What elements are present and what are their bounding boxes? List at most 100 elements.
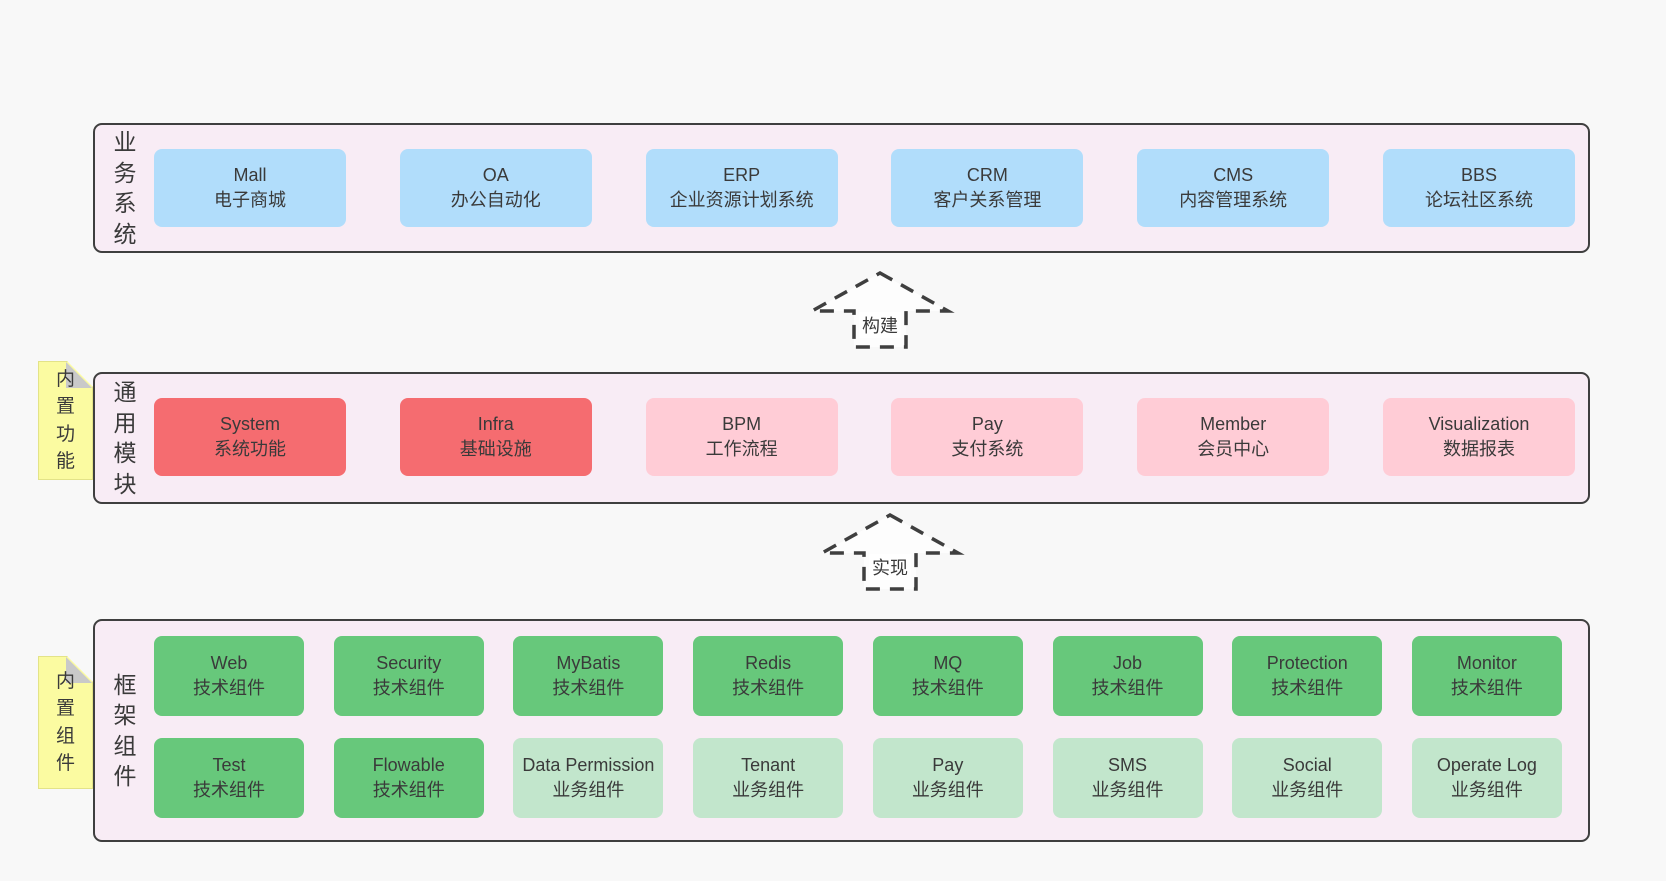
box-cms: CMS 内容管理系统	[1137, 149, 1330, 227]
framework-components-row-1: Web 技术组件 Security 技术组件 MyBatis 技术组件 Redi…	[154, 636, 1562, 716]
arrow-implement-label: 实现	[869, 554, 911, 580]
box-subtitle: 业务组件	[1450, 780, 1523, 800]
section-business-systems: 业务系统 Mall 电子商城 OA 办公自动化 ERP 企业资源计划系统 CRM…	[93, 123, 1590, 253]
box-title: Monitor	[1456, 652, 1517, 673]
box-title: BPM	[722, 413, 762, 434]
box-title: ERP	[723, 164, 761, 185]
box-subtitle: 技术组件	[193, 678, 265, 698]
box-title: Infra	[477, 413, 514, 434]
box-title: Operate Log	[1436, 754, 1537, 775]
box-subtitle: 技术组件	[732, 678, 805, 698]
box-subtitle: 技术组件	[1450, 678, 1523, 698]
box-mq: MQ 技术组件	[872, 636, 1023, 716]
box-title: Pay	[932, 754, 964, 775]
box-title: Test	[212, 754, 246, 775]
box-title: System	[219, 413, 280, 434]
box-subtitle: 技术组件	[1271, 678, 1344, 698]
sticky-label: 内置功能	[55, 368, 75, 473]
box-title: Pay	[971, 413, 1003, 434]
box-title: Flowable	[372, 754, 445, 775]
box-bbs: BBS 论坛社区系统	[1382, 149, 1575, 227]
dashed-up-arrow-icon	[805, 270, 955, 349]
section-common-modules: 通用模块 System 系统功能 Infra 基础设施 BPM 工作流程 Pay…	[93, 372, 1590, 504]
box-flowable: Flowable 技术组件	[333, 738, 484, 818]
box-security: Security 技术组件	[333, 636, 484, 716]
box-test: Test 技术组件	[154, 738, 304, 818]
box-title: Protection	[1266, 652, 1348, 673]
box-sms: SMS 业务组件	[1052, 738, 1203, 818]
box-title: Web	[210, 652, 248, 673]
section-label-common-modules: 通用模块	[113, 378, 137, 497]
box-mall: Mall 电子商城	[154, 149, 346, 227]
box-title: MyBatis	[556, 652, 621, 673]
box-operate-log: Operate Log 业务组件	[1411, 738, 1562, 818]
box-subtitle: 会员中心	[1197, 439, 1270, 459]
box-bpm: BPM 工作流程	[645, 398, 838, 476]
box-subtitle: 业务组件	[911, 780, 984, 800]
box-subtitle: 电子商城	[214, 190, 286, 210]
arrow-build: 构建	[805, 270, 955, 350]
box-tenant: Tenant 业务组件	[693, 738, 844, 818]
box-title: Data Permission	[522, 754, 655, 775]
box-subtitle: 系统功能	[214, 439, 286, 459]
box-member: Member 会员中心	[1137, 398, 1330, 476]
section-label-business-systems: 业务系统	[113, 128, 137, 247]
framework-components-grid: Web 技术组件 Security 技术组件 MyBatis 技术组件 Redi…	[154, 636, 1562, 818]
box-system: System 系统功能	[154, 398, 346, 476]
box-web: Web 技术组件	[154, 636, 304, 716]
box-title: Redis	[745, 652, 792, 673]
arrow-build-label: 构建	[859, 312, 901, 338]
box-subtitle: 技术组件	[552, 678, 625, 698]
section-framework-components: 框架组件 Web 技术组件 Security 技术组件 MyBatis 技术组件…	[93, 619, 1590, 842]
box-subtitle: 技术组件	[193, 780, 265, 800]
dashed-up-arrow-icon	[815, 512, 965, 591]
box-title: Job	[1113, 652, 1143, 673]
box-title: OA	[482, 164, 509, 185]
box-subtitle: 技术组件	[1091, 678, 1164, 698]
box-subtitle: 业务组件	[1271, 780, 1344, 800]
business-systems-row: Mall 电子商城 OA 办公自动化 ERP 企业资源计划系统 CRM 客户关系…	[154, 149, 1575, 227]
box-pay: Pay 支付系统	[891, 398, 1084, 476]
box-mybatis: MyBatis 技术组件	[513, 636, 664, 716]
sticky-note-builtin-features: 内置功能	[38, 361, 93, 480]
box-subtitle: 支付系统	[951, 439, 1024, 459]
box-oa: OA 办公自动化	[399, 149, 592, 227]
box-title: MQ	[933, 652, 963, 673]
box-redis: Redis 技术组件	[693, 636, 844, 716]
sticky-label: 内置组件	[55, 670, 75, 775]
box-job: Job 技术组件	[1052, 636, 1203, 716]
box-monitor: Monitor 技术组件	[1411, 636, 1562, 716]
box-title: Social	[1282, 754, 1332, 775]
box-title: Security	[376, 652, 442, 673]
box-visualization: Visualization 数据报表	[1382, 398, 1575, 476]
box-title: Tenant	[741, 754, 796, 775]
box-subtitle: 业务组件	[552, 780, 625, 800]
box-title: Visualization	[1428, 413, 1530, 434]
box-subtitle: 业务组件	[1091, 780, 1164, 800]
box-subtitle: 技术组件	[911, 678, 984, 698]
box-title: Mall	[233, 164, 267, 185]
box-infra: Infra 基础设施	[399, 398, 592, 476]
arrow-implement: 实现	[815, 512, 965, 592]
box-subtitle: 客户关系管理	[933, 190, 1042, 210]
box-subtitle: 业务组件	[732, 780, 805, 800]
box-subtitle: 企业资源计划系统	[669, 190, 814, 210]
box-title: CRM	[966, 164, 1008, 185]
framework-components-row-2: Test 技术组件 Flowable 技术组件 Data Permission …	[154, 738, 1562, 818]
box-subtitle: 论坛社区系统	[1424, 190, 1533, 210]
box-subtitle: 工作流程	[705, 439, 778, 459]
box-subtitle: 办公自动化	[450, 190, 541, 210]
box-subtitle: 数据报表	[1442, 439, 1515, 459]
box-subtitle: 基础设施	[459, 439, 532, 459]
box-title: CMS	[1213, 164, 1254, 185]
box-subtitle: 技术组件	[372, 678, 445, 698]
box-pay-business: Pay 业务组件	[872, 738, 1023, 818]
box-protection: Protection 技术组件	[1232, 636, 1383, 716]
box-erp: ERP 企业资源计划系统	[645, 149, 838, 227]
box-title: Member	[1200, 413, 1267, 434]
box-subtitle: 技术组件	[372, 780, 445, 800]
box-title: SMS	[1108, 754, 1148, 775]
box-title: BBS	[1460, 164, 1497, 185]
box-data-permission: Data Permission 业务组件	[513, 738, 664, 818]
common-modules-row: System 系统功能 Infra 基础设施 BPM 工作流程 Pay 支付系统…	[154, 398, 1575, 476]
